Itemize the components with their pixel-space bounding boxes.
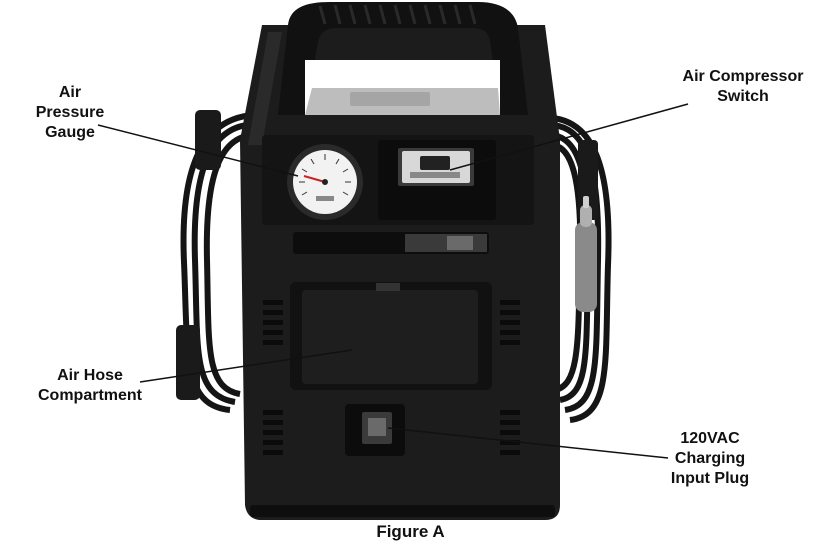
air-hose-tube bbox=[575, 196, 597, 312]
label-line: Charging bbox=[674, 450, 746, 467]
leader-line-charging bbox=[387, 427, 669, 459]
figure-caption: Figure A bbox=[376, 522, 445, 541]
label-line: Pressure bbox=[35, 104, 105, 121]
charging-input-plug bbox=[345, 404, 405, 456]
left-clamp-bottom bbox=[176, 325, 200, 400]
leader-line-compressor bbox=[449, 103, 689, 171]
air-compressor-switch bbox=[378, 140, 496, 220]
label-line: Air bbox=[58, 84, 82, 101]
leader-lines bbox=[97, 103, 689, 459]
label-air-pressure-gauge: Air Pressure Gauge bbox=[20, 83, 120, 143]
air-pressure-gauge bbox=[287, 144, 363, 220]
indicator-strip bbox=[293, 232, 489, 254]
air-hose-compartment bbox=[290, 282, 492, 390]
label-line: Gauge bbox=[45, 124, 95, 141]
label-line: Air Hose bbox=[57, 367, 123, 384]
left-vents bbox=[263, 300, 283, 455]
carry-handle bbox=[278, 2, 528, 115]
right-vents bbox=[500, 300, 520, 455]
label-line: Compartment bbox=[37, 387, 142, 404]
left-clamp-top bbox=[195, 110, 221, 170]
label-air-compressor-switch: Air Compressor Switch bbox=[668, 67, 818, 107]
label-line: 120VAC bbox=[680, 430, 740, 447]
leader-line-gauge bbox=[97, 124, 299, 177]
leader-line-hose bbox=[139, 349, 353, 383]
label-line: Air Compressor bbox=[682, 68, 804, 85]
label-line: Switch bbox=[717, 88, 769, 105]
label-line: Input Plug bbox=[670, 470, 750, 487]
label-charging-input-plug: 120VAC Charging Input Plug bbox=[655, 429, 765, 489]
unit-base bbox=[250, 505, 555, 517]
label-air-hose-compartment: Air Hose Compartment bbox=[20, 366, 160, 406]
